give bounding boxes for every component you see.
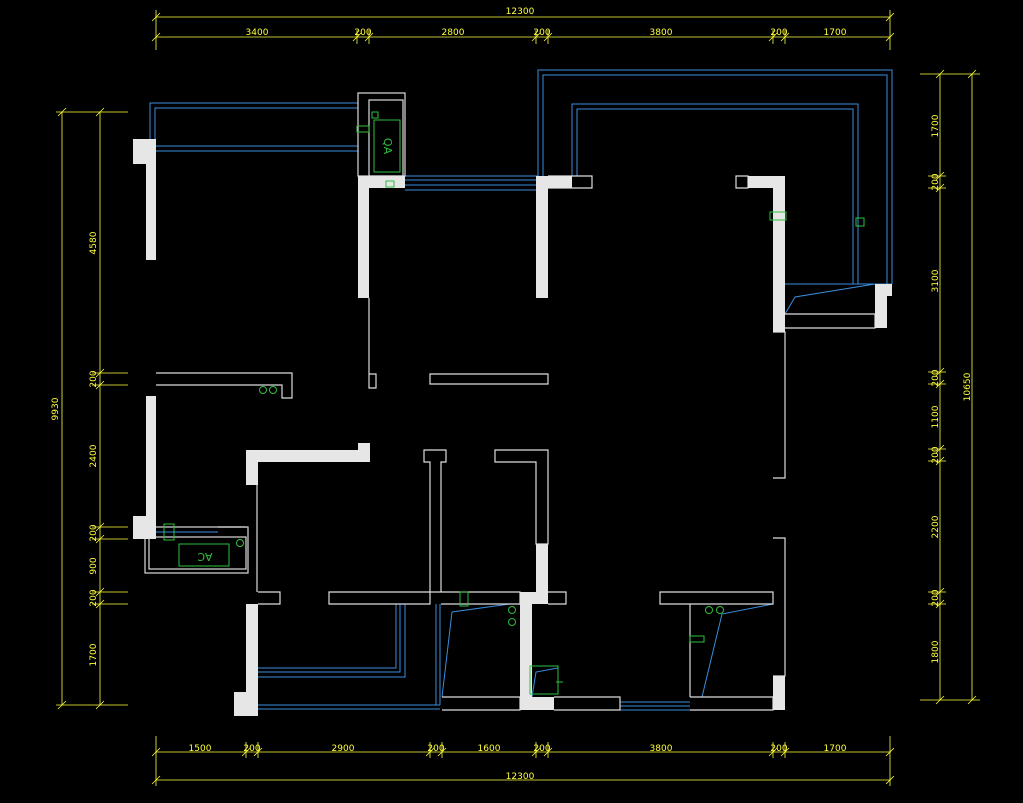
right-seg-4: 200 [931, 369, 941, 386]
top-seg-7: 1700 [824, 28, 847, 38]
bottom-seg-8: 200 [770, 744, 787, 754]
bottom-seg-2: 200 [243, 744, 260, 754]
left-seg-6: 200 [89, 589, 99, 606]
top-seg-3: 2800 [442, 28, 465, 38]
top-seg-1: 3400 [246, 28, 269, 38]
top-seg-6: 200 [770, 28, 787, 38]
top-seg-4: 200 [533, 28, 550, 38]
right-seg-2: 200 [931, 173, 941, 190]
right-seg-8: 200 [931, 589, 941, 606]
top-seg-5: 3800 [650, 28, 673, 38]
left-seg-7: 1700 [89, 643, 99, 666]
bottom-seg-3: 2900 [332, 744, 355, 754]
bottom-dimension-chain: 1500 200 2900 200 1600 200 3800 200 1700… [151, 736, 895, 786]
right-seg-3: 3100 [931, 269, 941, 292]
top-ticks [151, 10, 895, 50]
right-seg-7: 2200 [931, 515, 941, 538]
unit-lower-label: AC [197, 550, 212, 563]
top-dimension-chain: 12300 3400 200 2800 200 3800 200 1700 [151, 7, 895, 50]
top-total-label: 12300 [506, 7, 535, 17]
left-total-label: 9930 [51, 397, 61, 420]
right-dimension-chain: 1700 200 3100 200 1100 200 2200 200 1800… [920, 69, 980, 705]
bottom-seg-6: 200 [533, 744, 550, 754]
windows [149, 69, 893, 711]
unit-upper-label: QA [381, 138, 394, 155]
fixtures: QA AC [163, 111, 865, 695]
right-total-label: 10650 [963, 372, 973, 401]
wall-outlines [144, 92, 876, 711]
left-seg-4: 200 [89, 524, 99, 541]
bottom-seg-7: 3800 [650, 744, 673, 754]
left-dimension-chain: 9930 4580 200 2400 200 900 200 1700 [51, 107, 128, 710]
bottom-seg-9: 1700 [824, 744, 847, 754]
unit-lower-box [178, 543, 230, 567]
unit-upper-box [373, 119, 401, 173]
bottom-seg-4: 200 [427, 744, 444, 754]
top-seg-2: 200 [354, 28, 371, 38]
right-seg-6: 200 [931, 446, 941, 463]
left-seg-5: 900 [89, 557, 99, 574]
bottom-total-label: 12300 [506, 772, 535, 782]
left-seg-2: 200 [89, 370, 99, 387]
right-seg-9: 1800 [931, 640, 941, 663]
bottom-seg-1: 1500 [189, 744, 212, 754]
right-seg-5: 1100 [931, 405, 941, 428]
left-seg-1: 4580 [89, 231, 99, 254]
walls [133, 139, 892, 716]
right-seg-1: 1700 [931, 114, 941, 137]
bottom-seg-5: 1600 [478, 744, 501, 754]
left-seg-3: 2400 [89, 444, 99, 467]
